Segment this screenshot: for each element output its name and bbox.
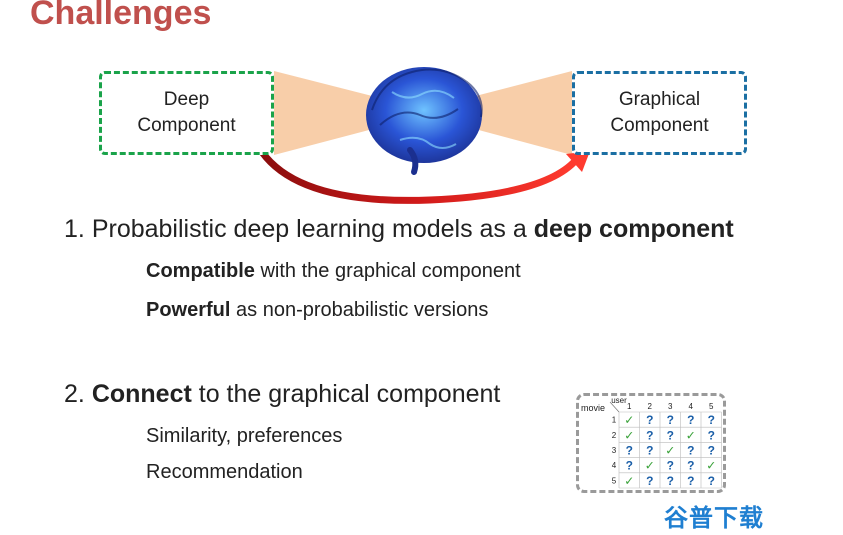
matrix-cell-unknown: ? [646,428,653,442]
graphical-component-box: Graphical Component [572,71,747,155]
matrix-row-header: 1 [612,416,617,425]
matrix-cell-unknown: ? [687,413,694,427]
matrix-cell-unknown: ? [626,444,633,458]
matrix-row-header: 5 [612,476,617,485]
point-1: 1. Probabilistic deep learning models as… [64,215,734,244]
matrix-cell-unknown: ? [708,474,715,488]
matrix-cell-unknown: ? [667,474,674,488]
point-1-sub-1: Compatible with the graphical component [146,260,521,283]
point-2-bold: Connect [91,380,192,408]
brain-icon [366,67,483,175]
matrix-header-divider [609,401,620,413]
matrix-col-header: 2 [648,402,653,411]
matrix-cell-unknown: ? [708,428,715,442]
right-beam [460,71,572,155]
matrix-row-header: 4 [612,461,617,470]
deep-component-box: Deep Component [99,71,274,155]
slide-title: Challenges [30,0,212,32]
matrix-col-header: 1 [627,402,632,411]
matrix-cell-unknown: ? [687,444,694,458]
point-2-sub-2: Recommendation [146,461,303,483]
matrix-cell-check: ✓ [686,428,696,442]
deep-box-line-2: Component [137,115,236,136]
matrix-cell-check: ✓ [706,459,716,473]
graph-box-line-2: Component [610,115,709,136]
matrix-cell-check: ✓ [645,459,655,473]
point-1-sub-1-rest: with the graphical component [260,260,521,282]
matrix-cell-unknown: ? [687,459,694,473]
matrix-cell-unknown: ? [667,428,674,442]
point-2-number: 2. [64,380,85,408]
matrix-cell-unknown: ? [708,444,715,458]
matrix-cell-unknown: ? [626,459,633,473]
matrix-col-header: 4 [689,402,694,411]
connection-arrow [258,148,590,204]
point-1-bold: deep component [533,215,734,243]
matrix-col-axis-label: user [611,396,627,405]
matrix-cell-unknown: ? [667,459,674,473]
matrix-cell-unknown: ? [646,474,653,488]
matrix-cell-unknown: ? [646,444,653,458]
matrix-cell-unknown: ? [646,413,653,427]
point-1-sub-1-bold: Compatible [146,260,255,282]
matrix-cell-check: ✓ [624,413,634,427]
matrix-row-header: 3 [612,446,617,455]
deep-box-line-1: Deep [163,89,210,110]
point-2-text: to the graphical component [198,380,501,408]
point-1-sub-2-bold: Powerful [146,299,231,321]
matrix-col-header: 5 [709,402,714,411]
point-2: 2. Connect to the graphical component [64,380,500,409]
left-beam [274,71,388,155]
point-1-text: Probabilistic deep learning models as a [91,215,527,243]
graph-box-line-1: Graphical [618,89,701,110]
point-1-sub-2-rest: as non-probabilistic versions [236,299,489,321]
matrix-cell-check: ✓ [624,474,634,488]
matrix-cell-check: ✓ [665,444,675,458]
matrix-cell-check: ✓ [624,428,634,442]
matrix-cell-unknown: ? [708,413,715,427]
point-1-number: 1. [64,215,85,243]
matrix-cell-unknown: ? [687,474,694,488]
matrix-row-header: 2 [612,431,617,440]
point-1-sub-2: Powerful as non-probabilistic versions [146,299,488,322]
matrix-row-axis-label: movie [581,403,605,413]
matrix-col-header: 3 [668,402,673,411]
matrix-cell-unknown: ? [667,413,674,427]
watermark-text: 谷普下载 [664,504,764,532]
point-2-sub-1: Similarity, preferences [146,425,343,447]
